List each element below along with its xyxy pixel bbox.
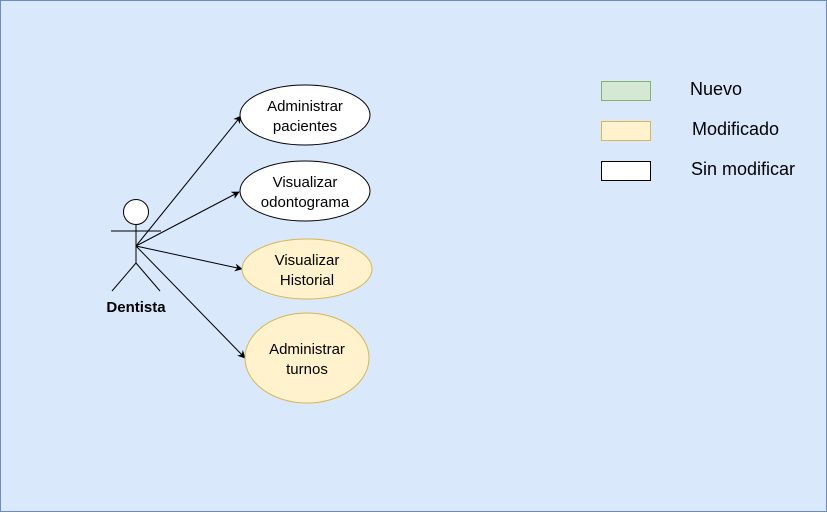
stick-figure-actor-icon <box>111 199 161 292</box>
use-case-label-line-1: Visualizar <box>275 252 340 269</box>
association-arrow-administrar-pacientes <box>135 115 242 247</box>
use-case-label-line-2: odontograma <box>261 194 350 211</box>
legend-label: Sin modificar <box>691 159 796 179</box>
use-case-label-line-1: Visualizar <box>273 174 338 191</box>
use-case-ellipse <box>239 160 371 222</box>
use-case-label-line-2: turnos <box>286 361 328 378</box>
use-case-visualizar-odontograma[interactable]: Visualizar odontograma <box>239 160 371 222</box>
use-case-ellipse <box>239 84 371 146</box>
use-case-administrar-turnos[interactable]: Administrar turnos <box>244 312 370 404</box>
use-case-label-line-2: Historial <box>280 272 334 289</box>
use-case-administrar-pacientes[interactable]: Administrar pacientes <box>239 84 371 146</box>
use-case-label-line-1: Administrar <box>267 98 343 115</box>
legend-swatch-new <box>601 81 651 101</box>
use-case-ellipse <box>241 238 373 300</box>
use-case-label-line-2: pacientes <box>273 118 337 135</box>
use-case-ellipse <box>244 312 370 404</box>
actor-label: Dentista <box>106 299 166 316</box>
use-case-visualizar-historial[interactable]: Visualizar Historial <box>241 238 373 300</box>
legend-swatch-unmodified <box>601 161 651 181</box>
association-arrow-visualizar-odontograma <box>135 191 240 247</box>
legend-label: Modificado <box>692 119 780 139</box>
association-arrow-administrar-turnos <box>135 245 246 359</box>
legend-swatch-modified <box>601 121 651 141</box>
legend-label: Nuevo <box>690 79 743 99</box>
use-case-label-line-1: Administrar <box>269 341 345 358</box>
association-arrow-visualizar-historial <box>135 245 243 272</box>
